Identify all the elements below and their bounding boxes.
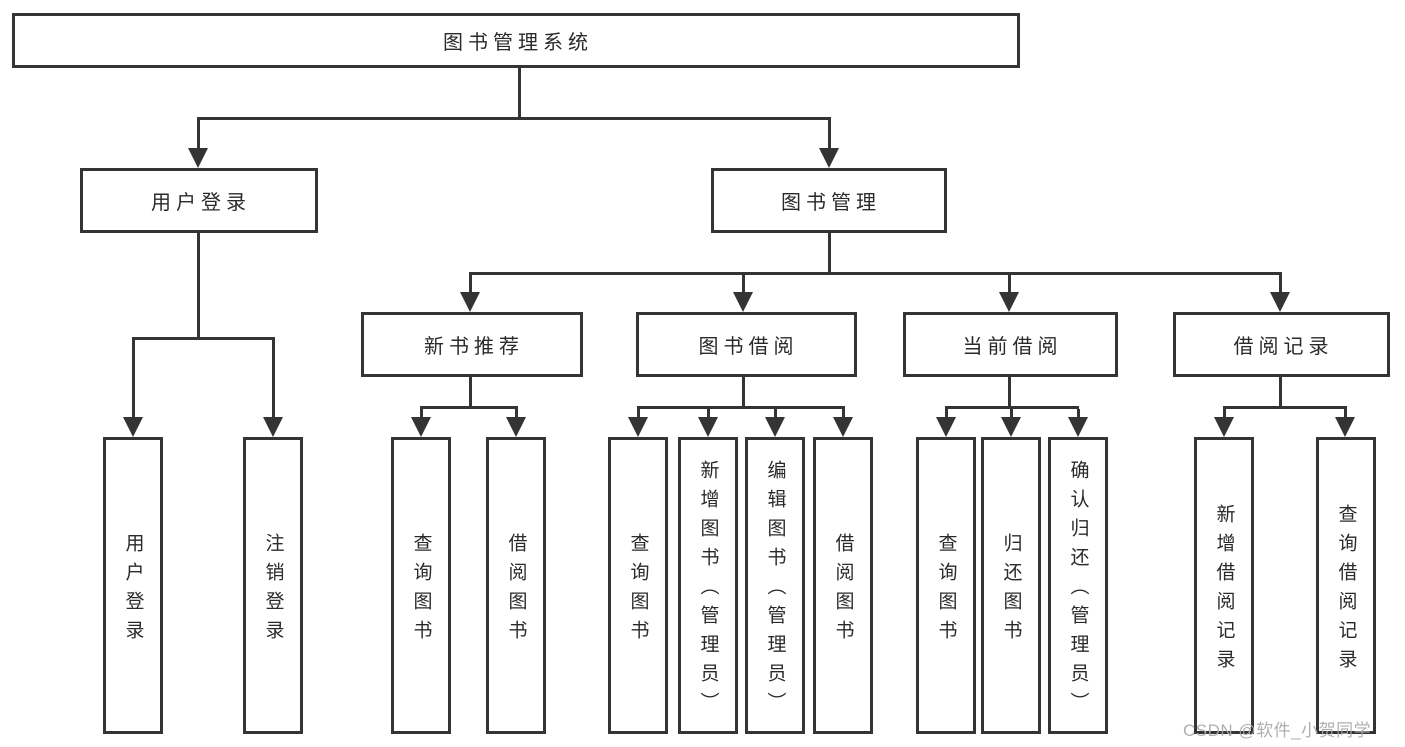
arrowhead-leaf <box>1214 417 1234 437</box>
arrowhead-section <box>460 292 480 312</box>
node-borrow-records: 借阅记录 <box>1173 312 1390 377</box>
connector-drop-leaf <box>842 409 845 417</box>
connector-drop-leaf <box>1077 409 1080 417</box>
node-label: 注销登录 <box>262 532 284 649</box>
connector-trunk <box>1008 377 1011 406</box>
leaf-query-borrow-record: 查询借阅记录 <box>1316 437 1376 734</box>
node-user-login: 用户登录 <box>80 168 318 233</box>
arrowhead-leaf <box>1335 417 1355 437</box>
leaf-edit-books-admin: 编辑图书（管理员） <box>745 437 805 734</box>
node-label: 查询借阅记录 <box>1335 503 1357 678</box>
connector-rail <box>637 406 845 409</box>
node-label: 归还图书 <box>1000 532 1022 649</box>
leaf-return-books: 归还图书 <box>981 437 1041 734</box>
arrowhead-leaf <box>1068 417 1088 437</box>
connector-trunk <box>742 377 745 406</box>
connector-drop-leaf <box>132 340 135 417</box>
connector-rail <box>945 406 1079 409</box>
node-label: 用户登录 <box>122 532 144 649</box>
arrowhead-leaf <box>263 417 283 437</box>
connector-drop-user-login <box>197 120 200 148</box>
node-label: 图书管理系统 <box>443 32 593 54</box>
node-label: 新增图书（管理员） <box>697 460 719 721</box>
arrowhead-leaf <box>1001 417 1021 437</box>
arrowhead-user-login <box>188 148 208 168</box>
node-label: 查询图书 <box>935 532 957 649</box>
arrowhead-section <box>1270 292 1290 312</box>
arrowhead-leaf <box>506 417 526 437</box>
connector-drop-leaf <box>515 409 518 417</box>
arrowhead-leaf <box>833 417 853 437</box>
leaf-confirm-return-admin: 确认归还（管理员） <box>1048 437 1108 734</box>
connector-drop-leaf <box>774 409 777 417</box>
connector-mgmt-trunk <box>828 233 831 275</box>
node-new-book-recommend: 新书推荐 <box>361 312 583 377</box>
leaf-user-login: 用户登录 <box>103 437 163 734</box>
leaf-query-books: 查询图书 <box>608 437 668 734</box>
arrowhead-book-mgmt <box>819 148 839 168</box>
arrowhead-leaf <box>765 417 785 437</box>
node-label: 当前借阅 <box>962 336 1063 358</box>
leaf-logout: 注销登录 <box>243 437 303 734</box>
connector-drop-leaf <box>945 409 948 417</box>
connector-drop-leaf <box>1223 409 1226 417</box>
node-library-system: 图书管理系统 <box>12 13 1020 68</box>
node-label: 确认归还（管理员） <box>1067 460 1089 721</box>
node-label: 查询图书 <box>627 532 649 649</box>
node-label: 图书借阅 <box>698 336 799 358</box>
leaf-query-books: 查询图书 <box>916 437 976 734</box>
node-label: 图书管理 <box>781 192 881 214</box>
node-book-management: 图书管理 <box>711 168 947 233</box>
connector-trunk <box>1279 377 1282 406</box>
arrowhead-leaf <box>698 417 718 437</box>
node-current-borrow: 当前借阅 <box>903 312 1118 377</box>
connector-root-trunk <box>518 68 521 120</box>
arrowhead-leaf <box>123 417 143 437</box>
connector-level3-rail <box>469 272 1282 275</box>
leaf-add-books-admin: 新增图书（管理员） <box>678 437 738 734</box>
connector-drop-leaf <box>420 409 423 417</box>
connector-drop-section <box>1279 275 1282 292</box>
arrowhead-leaf <box>628 417 648 437</box>
arrowhead-leaf <box>936 417 956 437</box>
csdn-watermark: CSDN @软件_小贺同学 <box>1183 721 1372 740</box>
node-label: 借阅图书 <box>505 532 527 649</box>
connector-drop-leaf <box>272 340 275 417</box>
node-label: 新增借阅记录 <box>1213 503 1235 678</box>
connector-rail <box>1223 406 1347 409</box>
node-label: 用户登录 <box>151 192 251 214</box>
arrowhead-leaf <box>411 417 431 437</box>
connector-drop-leaf <box>707 409 710 417</box>
node-label: 新书推荐 <box>424 336 524 358</box>
connector-drop-book-mgmt <box>828 120 831 148</box>
node-label: 借阅记录 <box>1233 336 1334 358</box>
arrowhead-section <box>733 292 753 312</box>
node-book-borrow: 图书借阅 <box>636 312 857 377</box>
node-label: 编辑图书（管理员） <box>764 460 786 721</box>
connector-drop-leaf <box>1344 409 1347 417</box>
leaf-add-borrow-record: 新增借阅记录 <box>1194 437 1254 734</box>
node-label: 借阅图书 <box>832 532 854 649</box>
connector-level2-rail <box>197 117 831 120</box>
node-label: 查询图书 <box>410 532 432 649</box>
connector-trunk <box>469 377 472 406</box>
connector-drop-leaf <box>1010 409 1013 417</box>
leaf-query-books: 查询图书 <box>391 437 451 734</box>
connector-drop-leaf <box>637 409 640 417</box>
connector-login-trunk <box>197 233 200 340</box>
connector-rail <box>420 406 518 409</box>
connector-drop-section <box>742 275 745 292</box>
leaf-borrow-books: 借阅图书 <box>813 437 873 734</box>
leaf-borrow-books: 借阅图书 <box>486 437 546 734</box>
connector-drop-section <box>1008 275 1011 292</box>
arrowhead-section <box>999 292 1019 312</box>
connector-drop-section <box>469 275 472 292</box>
connector-login-rail <box>132 337 275 340</box>
